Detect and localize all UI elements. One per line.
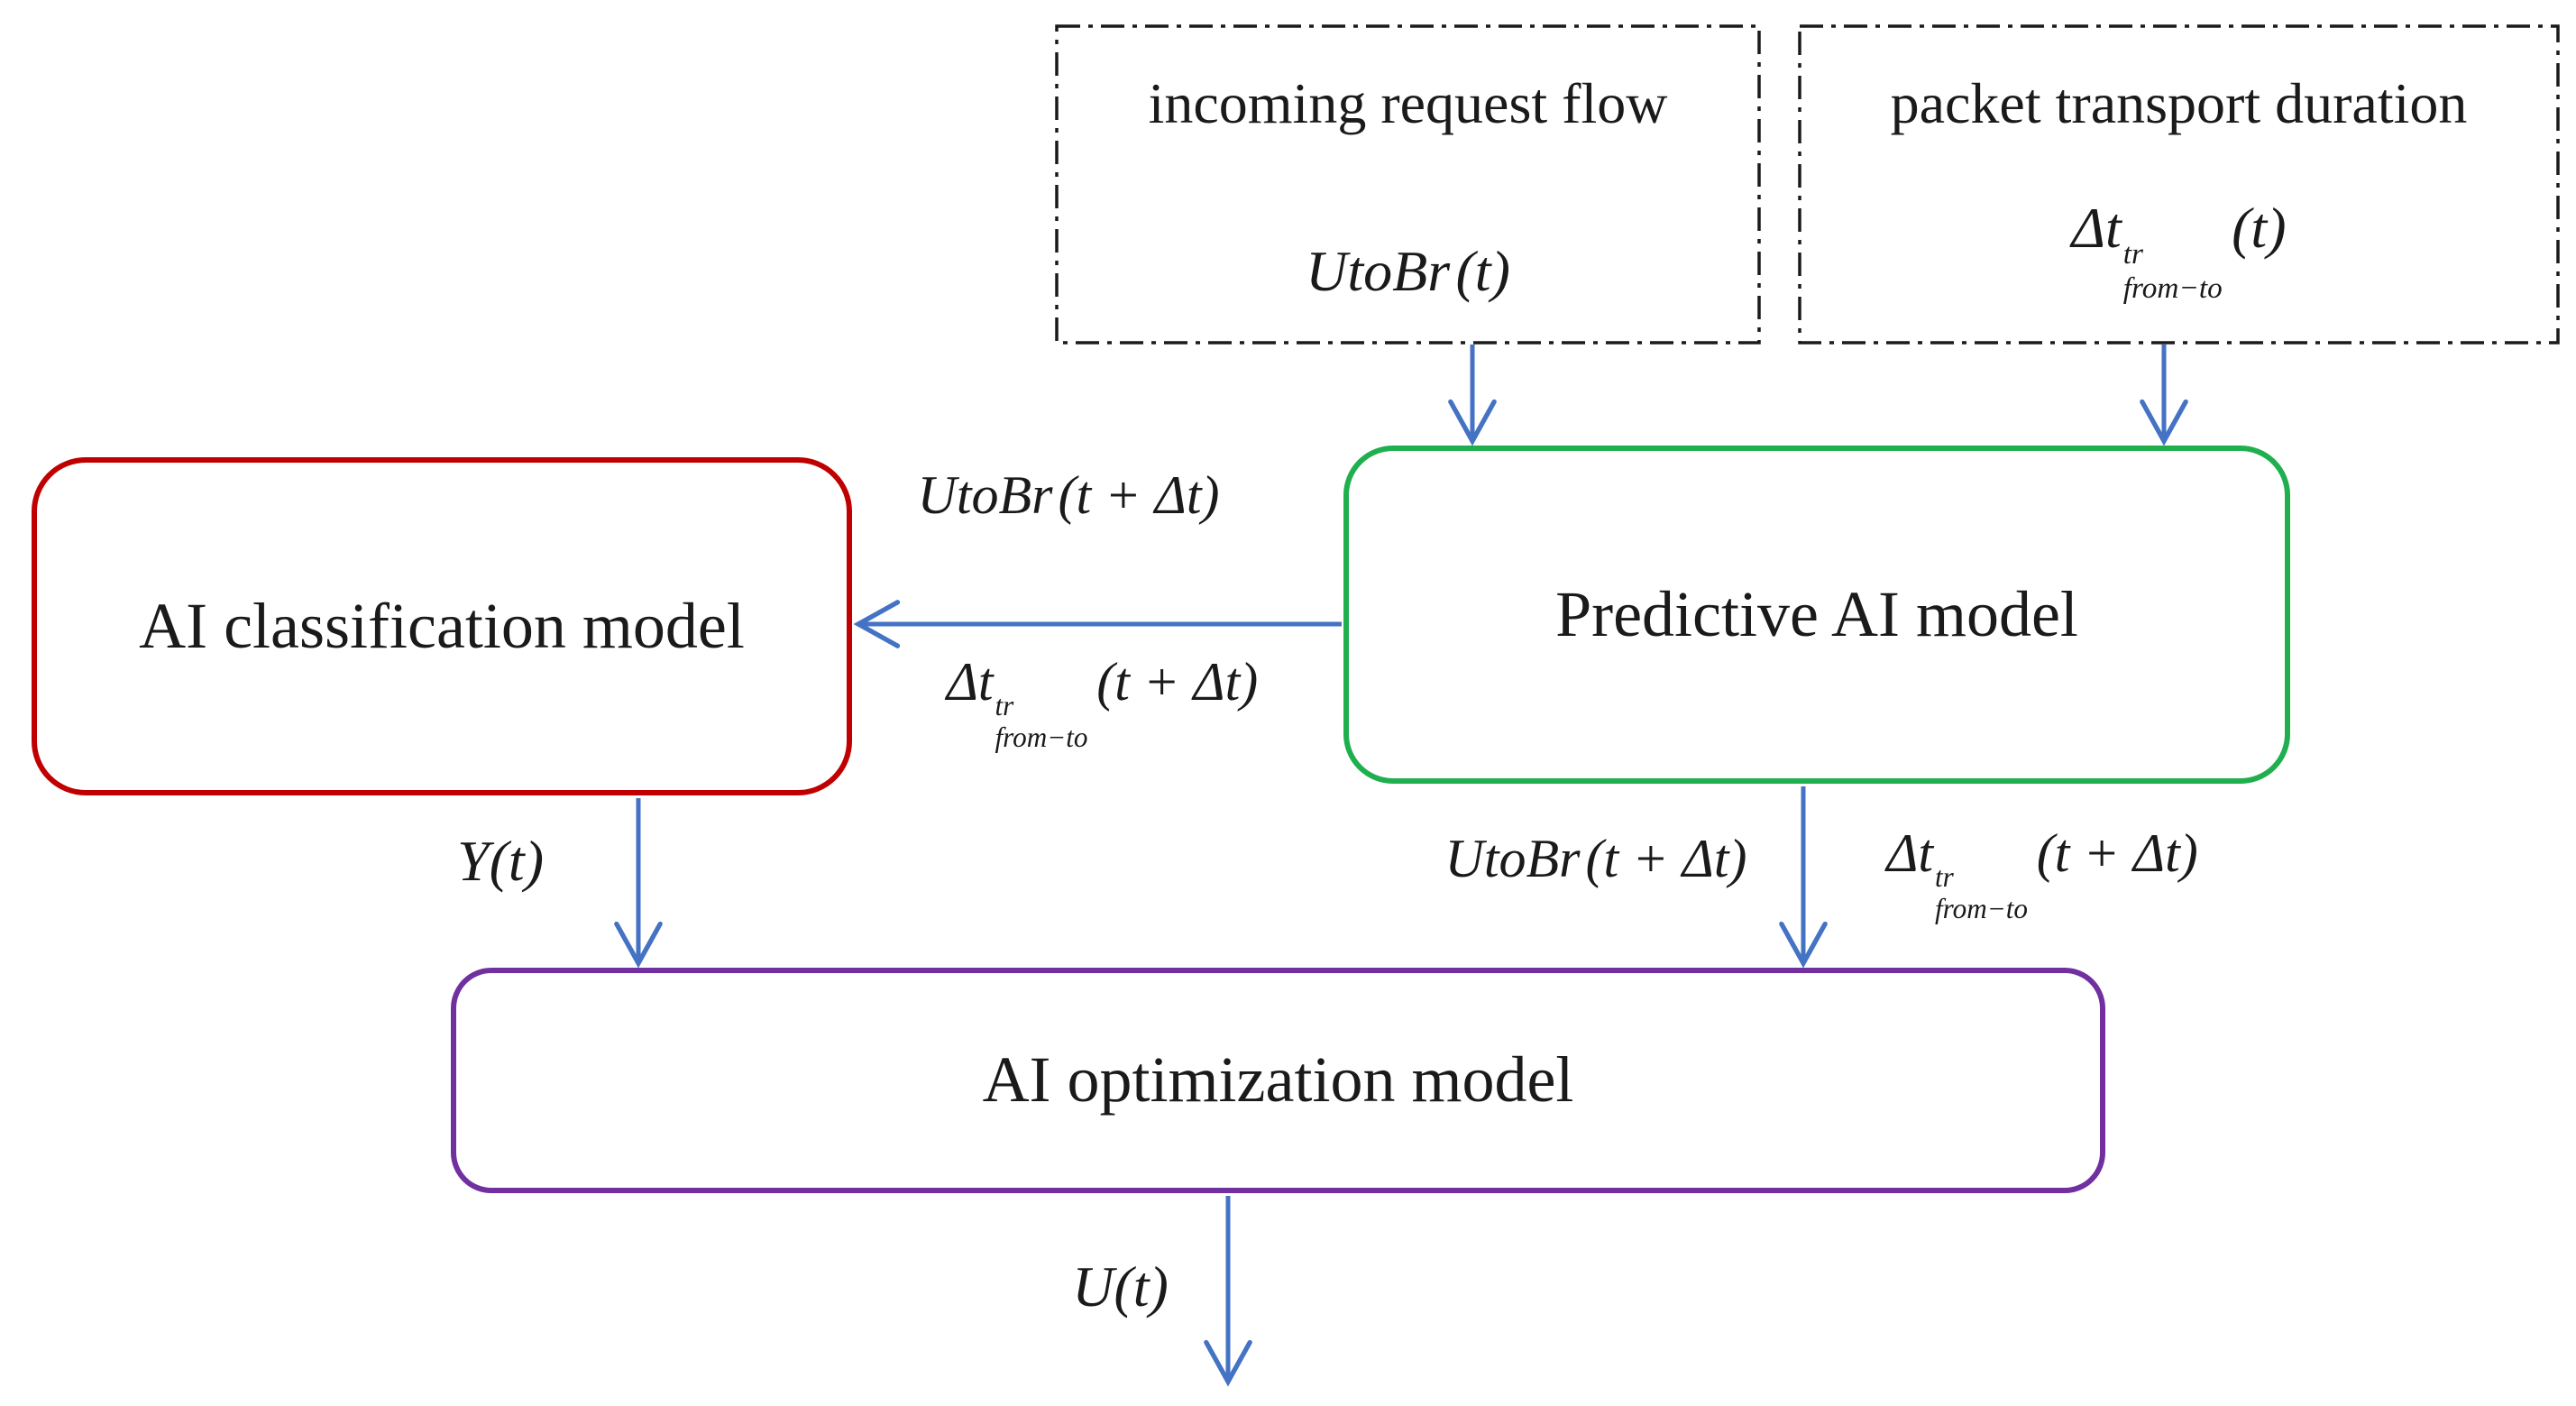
formula-main: Δt — [2071, 196, 2122, 261]
formula-args: (t + Δt) — [1096, 652, 1259, 712]
transport-box-border — [1798, 24, 2560, 345]
incoming-box-border — [1055, 24, 1761, 345]
formula-args: (t + Δt) — [1585, 829, 1747, 888]
formula-main: UtoBr — [1306, 239, 1451, 304]
node-title: incoming request flow — [1148, 71, 1668, 135]
formula-main: Δt — [1886, 823, 1934, 883]
formula-superscript: tr — [2122, 237, 2143, 271]
node-incoming-request-flow: incoming request flow UtoBr(t) — [1057, 25, 1759, 343]
edge-label-classification-output: Y(t) — [457, 829, 544, 893]
formula-main: UtoBr — [917, 465, 1053, 525]
node-label: AI classification model — [139, 589, 745, 662]
formula-main: Δt — [946, 652, 994, 712]
edge-label-control-output: U(t) — [1072, 1254, 1169, 1319]
formula-args: (t + Δt) — [1058, 465, 1220, 525]
edge-label-optimizer-flow: UtoBr(t + Δt) — [1402, 828, 1790, 890]
formula-superscript: tr — [1934, 861, 1954, 894]
incoming-formula: UtoBr(t) — [1306, 238, 1510, 305]
formula-subscript: from−to — [995, 721, 1088, 754]
node-ai-classification-model: AI classification model — [32, 457, 852, 795]
edge-label-predicted-flow: UtoBr(t + Δt) — [857, 464, 1280, 527]
node-label: AI optimization model — [982, 1043, 1574, 1117]
formula-superscript: tr — [995, 690, 1014, 722]
formula-subscript: from−to — [1934, 893, 2029, 925]
node-ai-optimization-model: AI optimization model — [451, 968, 2105, 1193]
node-title: packet transport duration — [1890, 71, 2468, 135]
node-label: Predictive AI model — [1555, 577, 2078, 650]
formula-args: (t + Δt) — [2036, 823, 2198, 883]
formula-main: UtoBr — [1444, 829, 1581, 888]
node-predictive-ai-model: Predictive AI model — [1343, 446, 2290, 784]
formula-subscript: from−to — [2122, 271, 2223, 306]
formula-args: (t) — [2232, 196, 2287, 261]
formula-args: (t) — [1455, 239, 1510, 304]
